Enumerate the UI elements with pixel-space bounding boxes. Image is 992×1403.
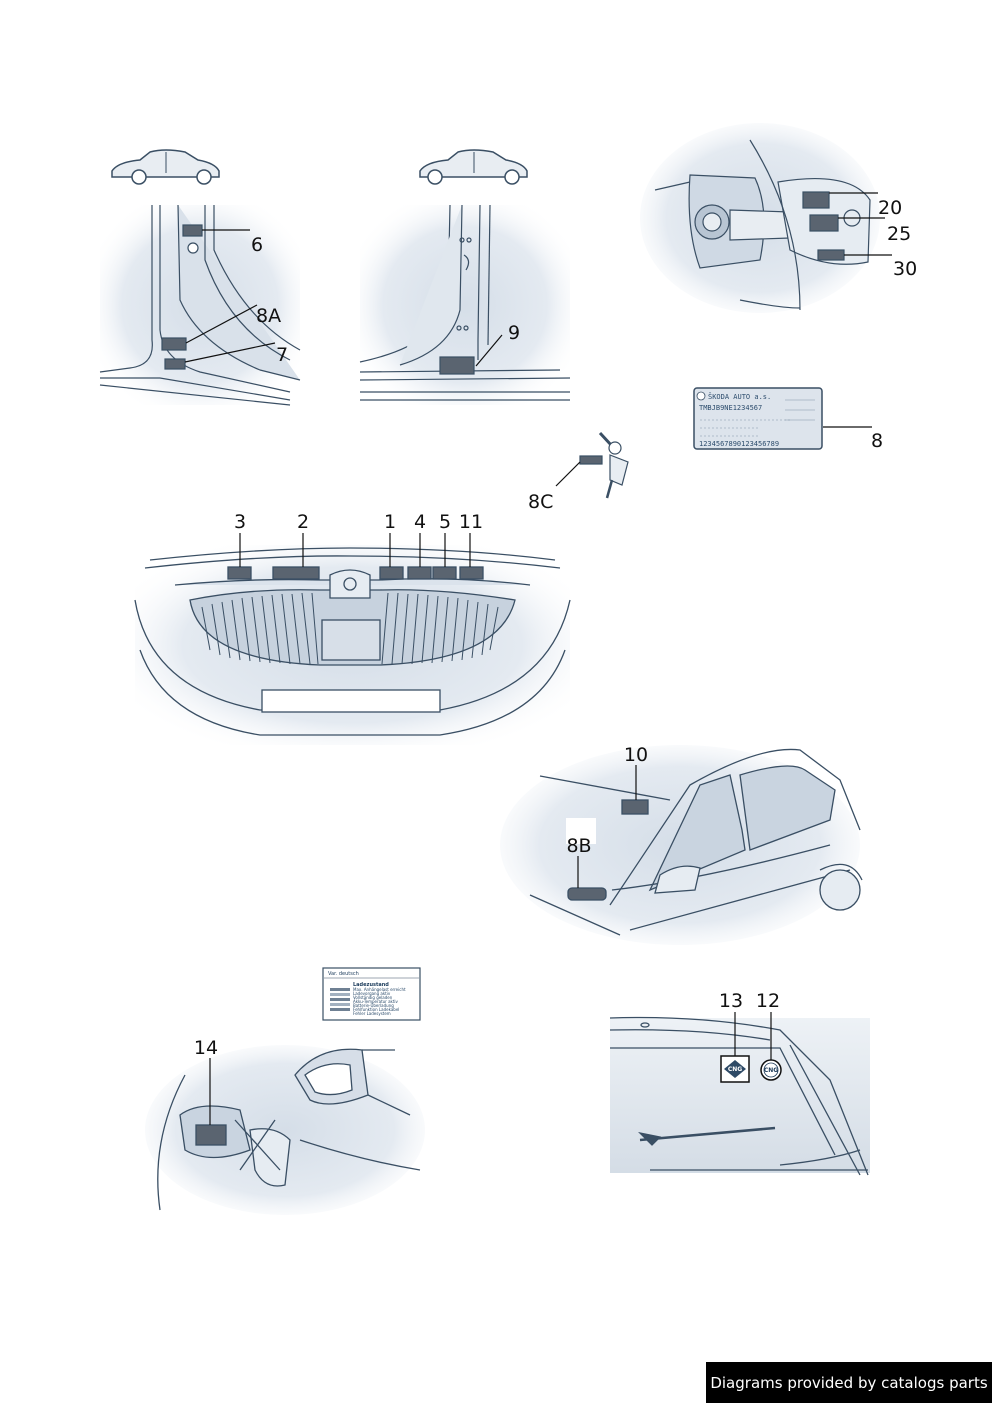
callout-5: 5 (439, 511, 451, 533)
callout-11: 11 (459, 511, 483, 533)
windscreen-side-view (500, 745, 863, 945)
sticker-row: Ladevorgang aktiv (353, 991, 391, 996)
callout-4: 4 (414, 511, 426, 533)
key-icon (579, 431, 629, 499)
sill-view (359, 204, 571, 405)
callout-8: 8 (871, 430, 883, 452)
plate-brand: ŠKODA AUTO a.s. (708, 392, 771, 401)
callout-25: 25 (887, 223, 911, 245)
callout-2: 2 (297, 511, 309, 533)
car-silhouette-left (111, 149, 220, 185)
cng-circle-text: CNG (764, 1067, 778, 1074)
callout-3: 3 (234, 511, 246, 533)
leader-lines (184, 192, 892, 1125)
rear-window-view (609, 1016, 870, 1176)
fuel-flap-view (640, 123, 880, 313)
sticker-row: Fehlfunktion Ladekabel (353, 1007, 399, 1012)
front-grille-view (134, 545, 571, 745)
sticker-row: Vollständig geladen (353, 995, 393, 1000)
car-silhouette-right (419, 149, 528, 185)
footer-credit: Diagrams provided by catalogs parts (706, 1362, 992, 1403)
callout-14: 14 (194, 1037, 218, 1059)
callout-13: 13 (719, 990, 743, 1012)
grille-slats (201, 592, 499, 665)
callout-10: 10 (624, 744, 648, 766)
sticker-row: Fehler Ladesystem (353, 1011, 391, 1016)
plate-vin: TMBJB9NE1234567 (699, 404, 762, 412)
sticker-row: Akku-Temperatur aktiv (353, 999, 399, 1004)
callout-8a: 8A (256, 305, 281, 327)
callout-7: 7 (276, 344, 288, 366)
cng-diamond-badge: CNG (720, 1055, 750, 1083)
cng-circle-badge: CNG (760, 1059, 782, 1081)
cng-diamond-text: CNG (728, 1066, 742, 1073)
b-pillar-view (99, 204, 301, 406)
callout-30: 30 (893, 258, 917, 280)
callout-1: 1 (384, 511, 396, 533)
sticker-row: Batterie-Überladung (353, 1003, 394, 1008)
vehicle-data-plate: ŠKODA AUTO a.s. TMBJB9NE1234567 12345678… (693, 387, 823, 450)
charging-flap-view (145, 1045, 425, 1215)
charging-info-sticker: Var. deutsch Ladezustand Max. Anhängelas… (322, 967, 421, 1021)
callout-8c: 8C (528, 491, 553, 513)
sticker-header: Var. deutsch (328, 971, 359, 977)
sticker-row: Max. Anhängelast erreicht (353, 987, 406, 992)
callout-20: 20 (878, 197, 902, 219)
callout-8b: 8B (566, 835, 591, 857)
callout-12: 12 (756, 990, 780, 1012)
sticker-title: Ladezustand (353, 982, 389, 988)
callout-labels: 6 8A 7 9 20 25 30 8 8C 3 2 1 4 5 11 10 8… (194, 197, 917, 1059)
callout-9: 9 (508, 322, 520, 344)
plate-number: 1234567890123456789 (699, 440, 779, 448)
callout-6: 6 (251, 234, 263, 256)
